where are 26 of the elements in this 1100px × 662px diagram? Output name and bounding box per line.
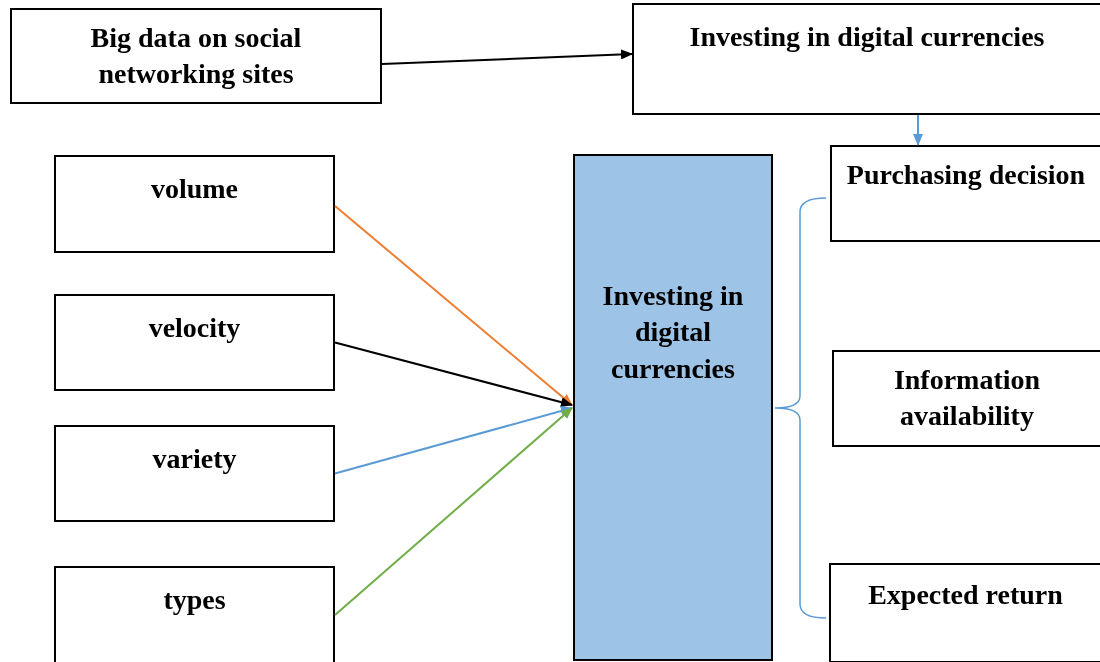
box-label: Investing in digital currencies (601, 279, 745, 386)
box-label: types (163, 583, 226, 617)
box-label: Big data on social networking sites (89, 20, 303, 91)
box-label: variety (152, 442, 237, 476)
box-label: velocity (148, 311, 241, 345)
arrow (381, 49, 633, 65)
text-box (54, 155, 335, 253)
text-box (830, 145, 1100, 242)
text-box (829, 563, 1100, 662)
text-box (832, 350, 1100, 447)
text-box (10, 8, 382, 104)
arrow (334, 341, 573, 408)
box-label: Investing in digital currencies (689, 20, 1045, 54)
text-box (632, 3, 1100, 115)
text-box (54, 425, 335, 522)
arrow (913, 114, 923, 146)
text-box (54, 566, 335, 662)
arrow (334, 407, 573, 616)
box-label: volume (150, 172, 239, 206)
central-box (573, 154, 773, 661)
box-label: Expected return (868, 578, 1063, 612)
box-label: Purchasing decision (846, 158, 1086, 192)
arrow (334, 406, 573, 475)
arrow (334, 205, 573, 406)
text-box (54, 294, 335, 391)
box-label: Information availability (892, 363, 1042, 434)
